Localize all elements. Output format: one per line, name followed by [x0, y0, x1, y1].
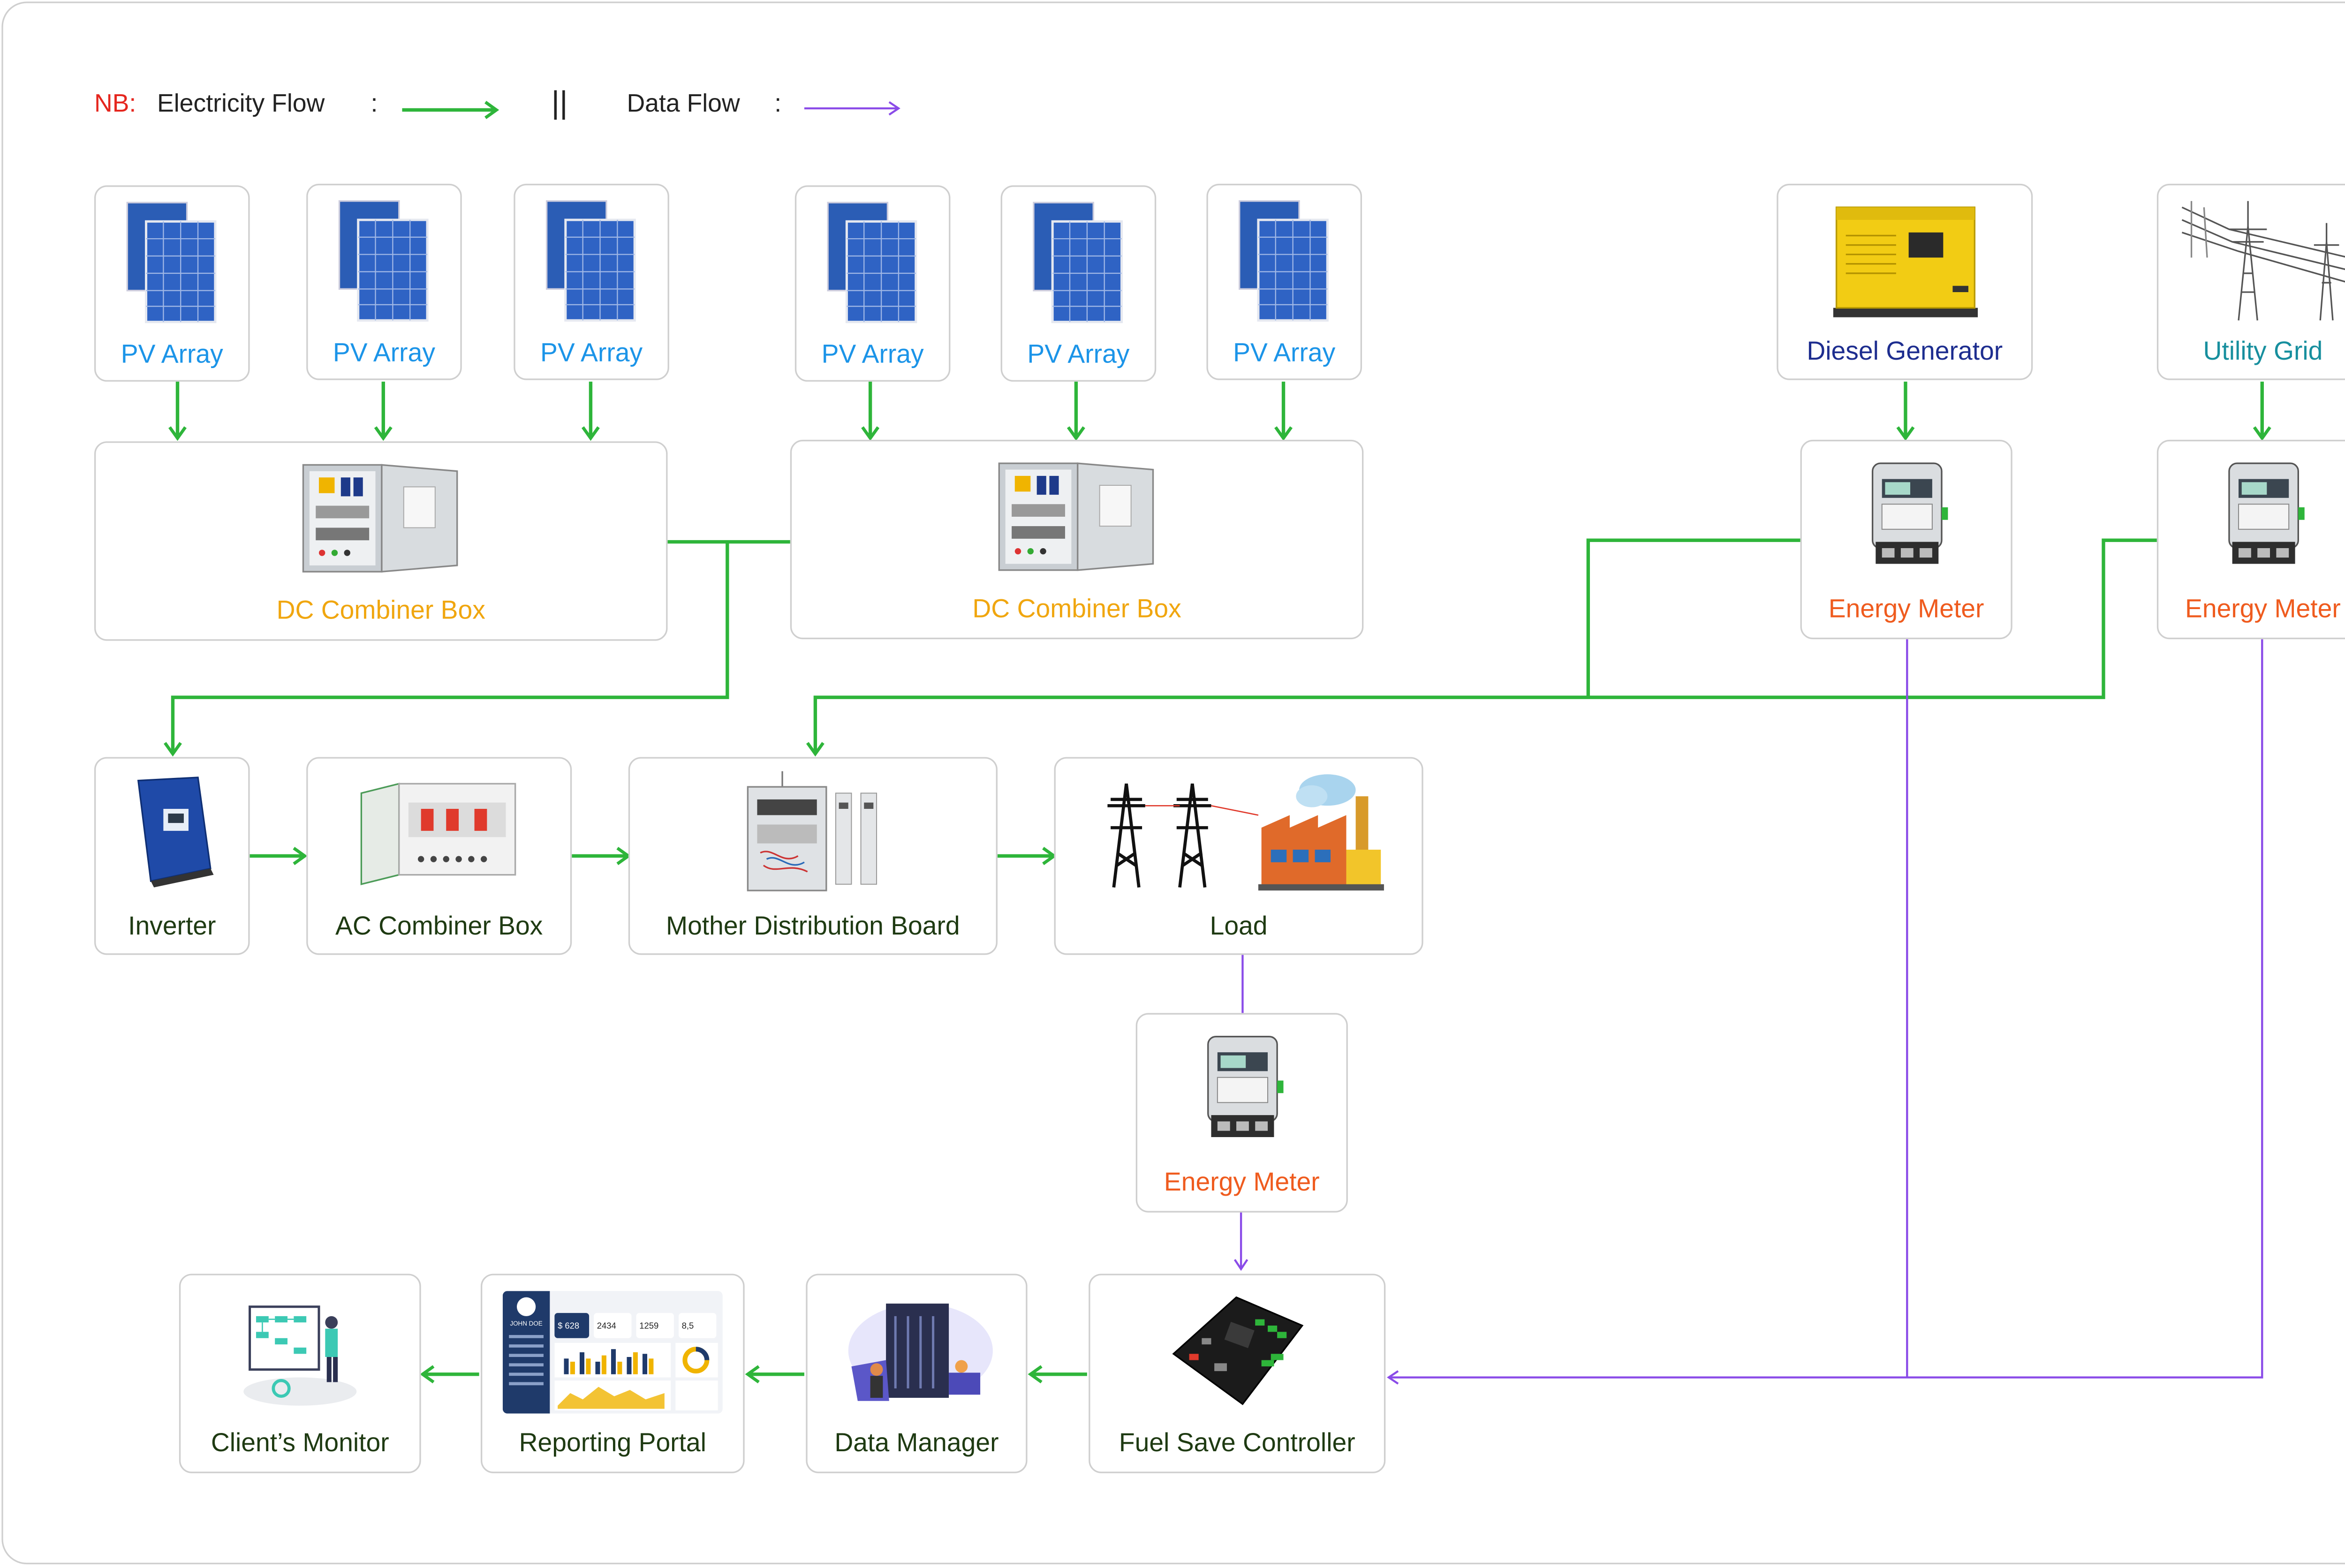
legend-electricity-label: Electricity Flow [157, 91, 325, 118]
dashboard-stat-card-3: 8,5 [678, 1313, 717, 1338]
energy-meter-load[interactable]: Energy Meter [1135, 1013, 1348, 1213]
dashboard-balance: $ 628 [558, 1322, 580, 1332]
utility-grid[interactable]: Utility Grid [2156, 183, 2345, 380]
energy-meter-icon [1206, 1035, 1283, 1138]
pv-array-3[interactable]: PV Array [514, 183, 669, 380]
wire-utility-meter-mdb [806, 538, 2157, 757]
mother-distribution-board[interactable]: Mother Distribution Board [628, 757, 998, 955]
pv-array-1[interactable]: PV Array [94, 185, 250, 382]
energy-meter-diesel[interactable]: Energy Meter [1800, 439, 2012, 640]
utility-grid-label: Utility Grid [2203, 338, 2323, 366]
dashboard-username: JOHN DOE [510, 1319, 543, 1327]
controller-board-icon [1171, 1296, 1303, 1405]
solar-panel-icon [545, 200, 635, 322]
server-rack-icon [847, 1304, 992, 1401]
energy-meter-diesel-label: Energy Meter [1828, 595, 1984, 624]
transmission-tower-icon [2181, 201, 2345, 321]
data-manager-label: Data Manager [834, 1429, 999, 1458]
inverter[interactable]: Inverter [94, 757, 250, 955]
pv-array-5-label: PV Array [1027, 340, 1130, 369]
diesel-generator-icon [1832, 206, 1977, 317]
energy-meter-utility[interactable]: Energy Meter [2156, 439, 2345, 640]
legend-nb: NB: [94, 91, 136, 118]
pv-array-3-label: PV Array [540, 339, 643, 368]
solar-panel-icon [338, 200, 428, 322]
diesel-generator-label: Diesel Generator [1807, 338, 2003, 366]
fuel-save-controller[interactable]: Fuel Save Controller [1089, 1274, 1386, 1473]
pv-array-2-label: PV Array [333, 339, 435, 368]
clients-monitor-label: Client’s Monitor [211, 1429, 389, 1458]
energy-meter-load-label: Energy Meter [1164, 1168, 1320, 1197]
dashboard-stat-card-1: 2434 [594, 1313, 632, 1338]
pv-array-1-label: PV Array [121, 340, 223, 369]
diesel-generator[interactable]: Diesel Generator [1777, 183, 2033, 380]
reporting-portal[interactable]: JOHN DOE $ 628 2434 1259 8,5 [480, 1274, 745, 1473]
energy-meter-icon [1871, 462, 1947, 564]
distribution-board-icon [746, 771, 877, 891]
dashboard-balance-card: $ 628 [554, 1313, 590, 1338]
inverter-label: Inverter [128, 912, 216, 941]
dc-combiner-box-2[interactable]: DC Combiner Box [790, 439, 1364, 640]
pv-array-5[interactable]: PV Array [1000, 185, 1157, 382]
inverter-icon [136, 776, 213, 888]
mother-distribution-board-label: Mother Distribution Board [666, 912, 960, 941]
dashboard-stat-card-2: 1259 [636, 1313, 674, 1338]
dashboard-stat-2: 1259 [639, 1322, 659, 1332]
data-manager[interactable]: Data Manager [806, 1274, 1028, 1473]
combiner-cabinet-icon [997, 462, 1153, 571]
pv-array-2[interactable]: PV Array [306, 183, 462, 380]
fuel-save-controller-label: Fuel Save Controller [1119, 1429, 1355, 1458]
dc-combiner-box-2-label: DC Combiner Box [972, 595, 1181, 624]
solar-panel-icon [826, 202, 916, 324]
pv-array-4[interactable]: PV Array [794, 185, 951, 382]
dashboard-charts [554, 1342, 718, 1410]
load[interactable]: Load [1054, 757, 1423, 955]
factory-load-icon [1106, 774, 1384, 891]
ac-combiner-box-label: AC Combiner Box [335, 912, 543, 941]
dashboard-stat-3: 8,5 [681, 1322, 694, 1332]
ac-combiner-box[interactable]: AC Combiner Box [306, 757, 572, 955]
wire-dc-inverter [163, 542, 729, 757]
reporting-portal-label: Reporting Portal [519, 1429, 706, 1458]
energy-meter-icon [2227, 462, 2304, 564]
dc-combiner-box-1[interactable]: DC Combiner Box [94, 441, 668, 641]
pv-array-6-label: PV Array [1233, 339, 1336, 368]
dashboard-stat-1: 2434 [597, 1322, 616, 1332]
solar-panel-icon [125, 202, 216, 324]
breaker-box-icon [360, 783, 515, 885]
solar-panel-icon [1032, 202, 1122, 324]
solar-panel-icon [1238, 200, 1328, 322]
dashboard-avatar [516, 1297, 536, 1316]
dc-combiner-box-1-label: DC Combiner Box [276, 596, 485, 626]
legend-separator: || [551, 86, 568, 121]
dashboard-sidebar: JOHN DOE [502, 1291, 550, 1414]
monitor-person-icon [243, 1305, 357, 1406]
legend-data-colon: : [774, 91, 782, 118]
energy-meter-utility-label: Energy Meter [2185, 595, 2341, 624]
legend-electricity-colon: : [371, 91, 378, 118]
dashboard-menu [509, 1335, 544, 1338]
pv-array-4-label: PV Array [821, 340, 924, 369]
data-utility-meter-fuel [1387, 639, 2263, 1385]
clients-monitor[interactable]: Client’s Monitor [179, 1274, 421, 1473]
wire-diesel-meter-mdb [1586, 538, 1800, 698]
legend-data-label: Data Flow [627, 91, 740, 118]
pv-array-6[interactable]: PV Array [1206, 183, 1362, 380]
dashboard-icon: JOHN DOE $ 628 2434 1259 8,5 [502, 1291, 723, 1414]
combiner-cabinet-icon [302, 464, 457, 573]
load-label: Load [1210, 912, 1268, 941]
